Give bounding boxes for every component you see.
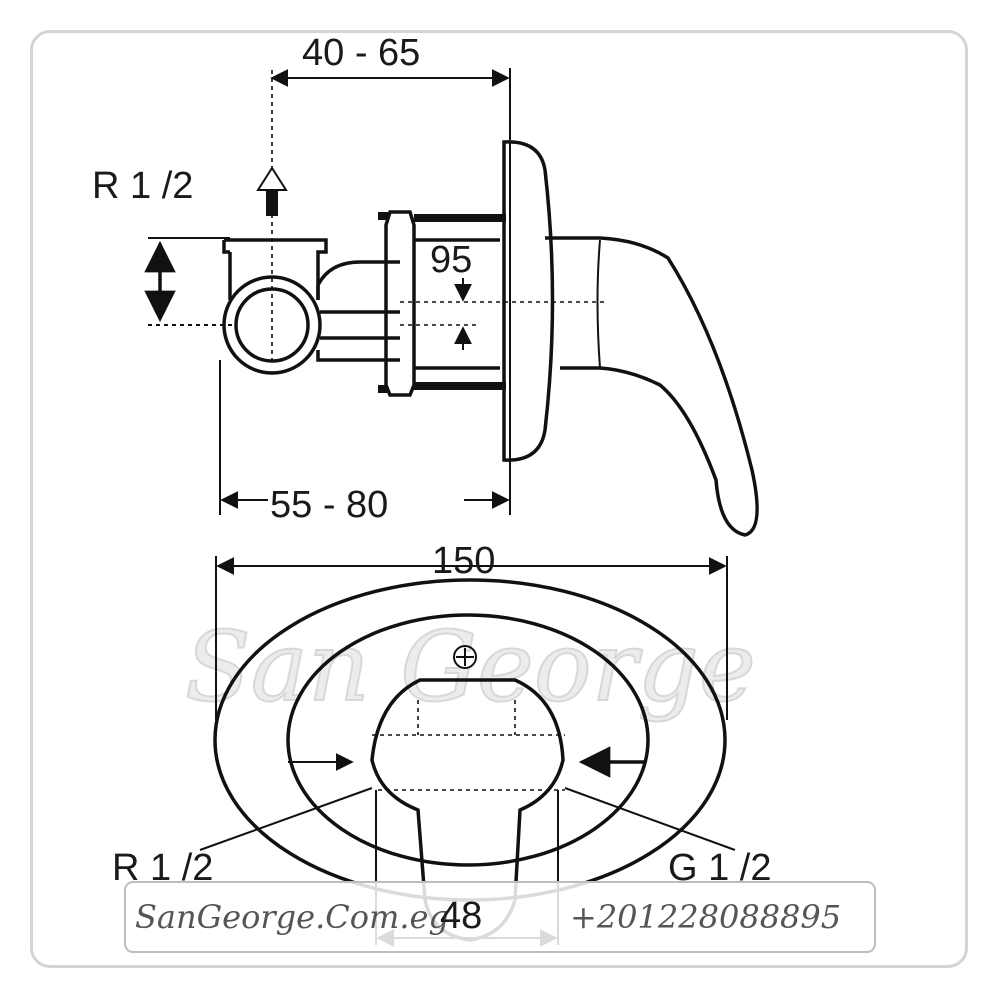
side-view	[144, 68, 759, 537]
footer-box	[124, 881, 876, 953]
dim-inlet-label: R 1 /2	[92, 165, 193, 207]
inlet-arrow-icon	[256, 166, 288, 216]
footer-website: SanGeorge.Com.eg	[135, 898, 449, 936]
dim-top-depth: 40 - 65	[302, 32, 420, 74]
dim-bottom-depth: 55 - 80	[270, 484, 388, 526]
footer-phone: +201228088895	[570, 898, 841, 936]
dim-plate-width: 150	[432, 540, 495, 582]
dim-lever-width: 48	[440, 895, 482, 937]
border-frame	[30, 30, 968, 968]
dim-cartridge-height: 95	[430, 239, 472, 281]
